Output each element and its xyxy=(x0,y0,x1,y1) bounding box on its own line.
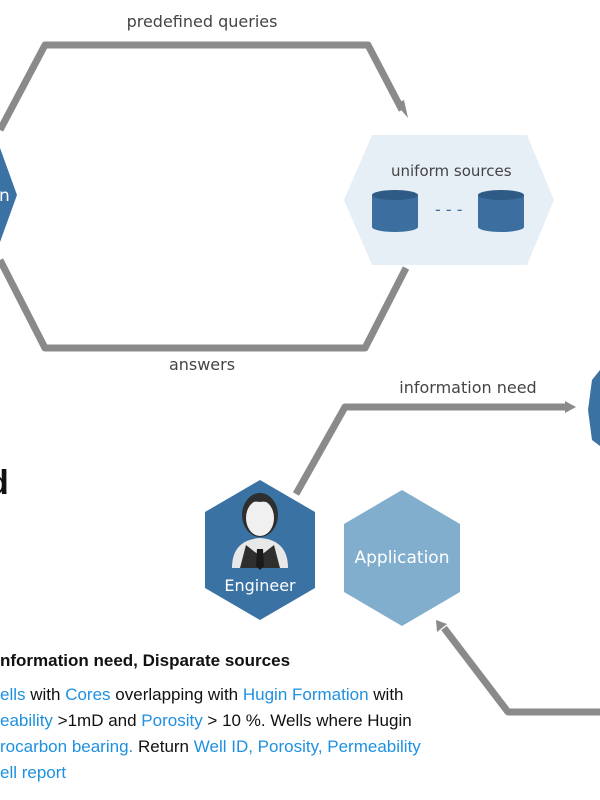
highlighted-term: Porosity xyxy=(141,711,203,730)
highlighted-term: ells xyxy=(0,685,26,704)
highlighted-term: ell report xyxy=(0,763,67,782)
predefined-queries-arrowhead xyxy=(396,100,408,118)
application-hexagon xyxy=(344,490,460,626)
requirement-text: > 10 %. Wells where Hugin xyxy=(202,711,412,730)
requirement-heading: nformation need, Disparate sources xyxy=(0,651,291,670)
left-edge-fragment: d xyxy=(0,464,9,502)
uniform-sources-label: uniform sources xyxy=(391,162,512,180)
requirement-text: with xyxy=(25,685,66,704)
answers-label: answers xyxy=(169,355,235,374)
requirement-text: >1mD and xyxy=(52,711,142,730)
return-arrowhead xyxy=(436,620,447,632)
requirement-line: ell report xyxy=(0,760,600,786)
requirement-text: with xyxy=(368,685,404,704)
information-need-arrowhead xyxy=(565,401,576,413)
highlighted-term: rocarbon bearing. xyxy=(0,737,134,756)
requirement-text: overlapping with xyxy=(110,685,243,704)
predefined-queries-label: predefined queries xyxy=(127,12,278,31)
engineer-person-icon xyxy=(232,493,288,570)
requirement-line: ells with Cores overlapping with Hugin F… xyxy=(0,682,600,708)
highlighted-term: Hugin Formation xyxy=(242,685,369,704)
highlighted-term: Cores xyxy=(65,685,111,704)
information-need-label: information need xyxy=(399,378,536,397)
requirement-body: ells with Cores overlapping with Hugin F… xyxy=(0,682,600,786)
information-need-connector xyxy=(292,403,566,496)
predefined-queries-connector xyxy=(0,41,406,132)
requirement-panel: nformation need, Disparate sources ells … xyxy=(0,648,600,786)
return-connector xyxy=(441,625,600,716)
uniform-sources-panel xyxy=(344,135,554,265)
database-ellipsis: - - - xyxy=(435,200,463,219)
highlighted-term: Well ID, Porosity, Permeability xyxy=(193,737,421,756)
answers-connector xyxy=(0,258,410,352)
requirement-text: Return xyxy=(133,737,194,756)
right-hexagon-partial xyxy=(588,370,600,446)
left-hex-fragment-label: n xyxy=(0,186,10,206)
requirement-line: eability >1mD and Porosity > 10 %. Wells… xyxy=(0,708,600,734)
application-label: Application xyxy=(355,548,450,568)
highlighted-term: eability xyxy=(0,711,53,730)
requirement-line: rocarbon bearing. Return Well ID, Porosi… xyxy=(0,734,600,760)
database-icon xyxy=(478,190,524,232)
database-icon xyxy=(372,190,418,232)
engineer-label: Engineer xyxy=(224,576,296,595)
left-hexagon-partial xyxy=(0,148,17,242)
